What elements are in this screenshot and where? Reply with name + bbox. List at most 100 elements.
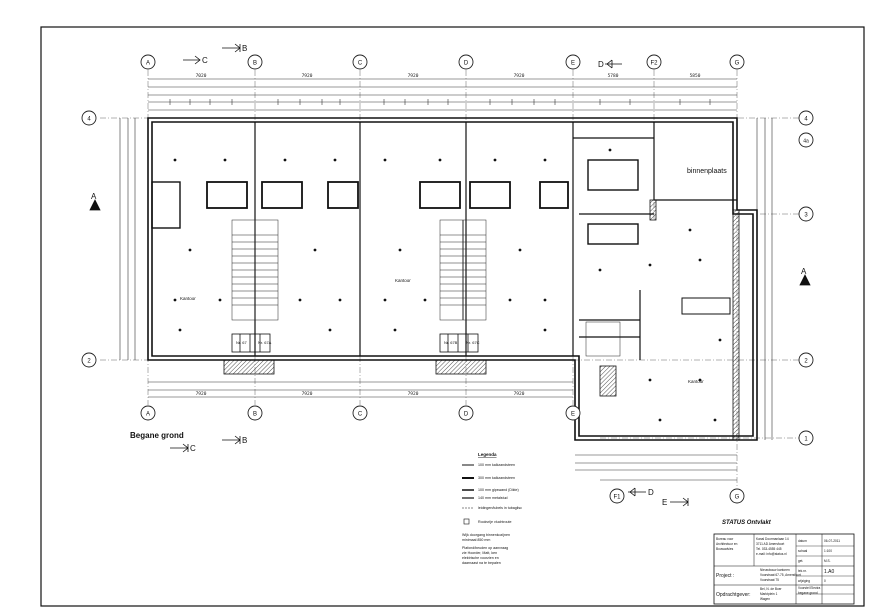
dim-bottom-1: 7920 xyxy=(196,391,207,397)
section-label-c-top: C xyxy=(202,56,208,65)
grid-top-a: A xyxy=(146,61,150,67)
grid-bottom-e: E xyxy=(571,412,575,418)
company-address-2: Architectuur en xyxy=(716,542,738,546)
dimension-values-bottom: 7920 7920 7920 7920 xyxy=(196,391,525,397)
grid-bottom-d: D xyxy=(464,412,469,418)
grid-right-4: 4 xyxy=(804,117,808,123)
drawing-desc-1: Voorstel Electra xyxy=(798,586,821,590)
client-line-3: Wagen xyxy=(760,597,770,601)
legend: Legenda 100 mm kalkzandsteen 300 mm kalk… xyxy=(462,452,522,565)
grid-top-f2: F2 xyxy=(650,61,658,67)
stair-cores xyxy=(231,219,621,357)
grid-bottom-a: A xyxy=(146,412,150,418)
grid-markers-side: 4 2 4 4a 3 2 1 xyxy=(81,110,814,446)
legend-item-1: 100 mm kalkzandsteen xyxy=(478,463,515,467)
unit-label-67b: Nr. 67B xyxy=(444,340,458,345)
dim-top-6: 5850 xyxy=(690,73,701,79)
legend-note-3: Plafond/beuden op aanvraag xyxy=(462,546,508,550)
room-labels: binnenplaats Kantoor Kantoor Kantoor Nr.… xyxy=(180,168,727,384)
grid-top-d: D xyxy=(464,61,469,67)
drawing-desc-2: begane grond xyxy=(798,591,818,595)
grid-right-1: 1 xyxy=(804,437,808,443)
grid-right-3: 3 xyxy=(804,213,808,219)
unit-label-67: Nr. 67 xyxy=(236,340,247,345)
entrance-blocks xyxy=(231,333,479,353)
floor-title: Begane grond xyxy=(130,431,184,440)
dimension-ticks-top xyxy=(169,99,711,105)
grid-bottom-g: G xyxy=(735,495,740,501)
project-line-3: Voorstraat 75 xyxy=(760,578,779,582)
legend-item-2: 300 mm kalkzandsteen xyxy=(478,476,515,480)
hatched-elements xyxy=(223,199,740,441)
dim-top-5: 5780 xyxy=(608,73,619,79)
office-label-2: Kantoor xyxy=(395,278,411,283)
grid-top-b: B xyxy=(253,61,257,67)
project-line-2: Voorstraat 67-75, Amersfoort xyxy=(760,573,801,577)
legend-item-6: Rookvrije vluchtroute xyxy=(478,520,512,524)
legend-item-5: leidingen/tubels in tubaglisc xyxy=(478,506,522,510)
legend-item-4: 140 mm metalstud xyxy=(478,496,508,500)
legend-note-1: Wijk doorgang binnenkozijnen xyxy=(462,533,510,537)
project-label: Project : xyxy=(716,573,734,579)
office-label-3: Kantoor xyxy=(688,379,704,384)
client-line-2: Marktplein 1 xyxy=(760,592,778,596)
field-key-wijziging: wijziging xyxy=(798,579,810,583)
dim-bottom-2: 7920 xyxy=(302,391,313,397)
field-key-tek: tek.nr. xyxy=(798,569,807,573)
client-line-1: Bel, N. de Boer xyxy=(760,587,783,591)
dim-bottom-4: 7920 xyxy=(514,391,525,397)
office-label-1: Kantoor xyxy=(180,296,196,301)
core-blocks xyxy=(151,159,731,315)
field-key-get: get. xyxy=(798,559,803,563)
section-label-d-top: D xyxy=(598,60,604,69)
field-key-schaal: schaal xyxy=(798,549,808,553)
section-label-b-top: B xyxy=(242,44,247,53)
company-address-3: Bouwadvies xyxy=(716,547,734,551)
field-value-tek: 1.A0 xyxy=(824,569,835,575)
field-key-datum: datum xyxy=(798,539,807,543)
legend-title: Legenda xyxy=(478,452,497,457)
grid-markers-top: A B C D E F2 G xyxy=(140,54,745,70)
section-label-c-bottom: C xyxy=(190,444,196,453)
legend-note-6: daarnaast na te bepalen xyxy=(462,561,501,565)
legend-note-5: elektrische voorzien en xyxy=(462,556,499,560)
company-contact-4: e-mail: info@status.nl xyxy=(756,552,787,556)
dim-top-2: 7920 xyxy=(302,73,313,79)
grid-left-2: 2 xyxy=(87,359,91,365)
section-marker-labels: C B C B D D E A A xyxy=(91,44,807,507)
grid-bottom-b: B xyxy=(253,412,257,418)
grid-right-2: 2 xyxy=(804,359,808,365)
field-value-get: M.S. xyxy=(824,559,831,563)
company-address-1: Bureau voor xyxy=(716,537,734,541)
project-line-1: Nieuwbouw kantoren xyxy=(760,568,790,572)
grid-bottom-f1: F1 xyxy=(613,495,621,501)
company-contact-1: Kanal Doormanlaan 14 xyxy=(756,537,789,541)
section-label-e-bottom: E xyxy=(662,498,667,507)
grid-top-c: C xyxy=(358,61,363,67)
legend-item-3: 100 mm gipswand (Dikte) xyxy=(478,488,519,492)
dim-top-3: 7920 xyxy=(408,73,419,79)
interior-walls xyxy=(254,122,737,360)
unit-label-67a: Nr. 67A xyxy=(258,340,272,345)
section-label-a-left: A xyxy=(91,192,97,201)
electrical-fixtures xyxy=(173,148,722,422)
company-contact-2: 3711 AD Amersfoort xyxy=(756,542,784,546)
dimension-lines-side xyxy=(119,118,773,440)
unit-label-67c: Nr. 67C xyxy=(466,340,480,345)
section-label-a-right: A xyxy=(801,267,807,276)
section-label-d-bottom: D xyxy=(648,488,654,497)
sheet-border xyxy=(40,26,865,607)
dim-bottom-3: 7920 xyxy=(408,391,419,397)
field-value-datum: 06-07-2011 xyxy=(824,539,840,543)
grid-right-4a: 4a xyxy=(803,139,809,145)
legend-note-4: zie Hoorder, Matt, ken xyxy=(462,551,497,555)
grid-markers-bottom: A B C D E F1 G xyxy=(140,405,745,504)
grid-left-4: 4 xyxy=(87,117,91,123)
dimension-lines-bottom xyxy=(148,381,737,481)
grid-bottom-c: C xyxy=(358,412,363,418)
field-value-wijziging: 0 xyxy=(824,579,826,583)
dim-top-1: 7020 xyxy=(196,73,207,79)
dim-top-4: 7920 xyxy=(514,73,525,79)
grid-lines xyxy=(100,70,800,488)
